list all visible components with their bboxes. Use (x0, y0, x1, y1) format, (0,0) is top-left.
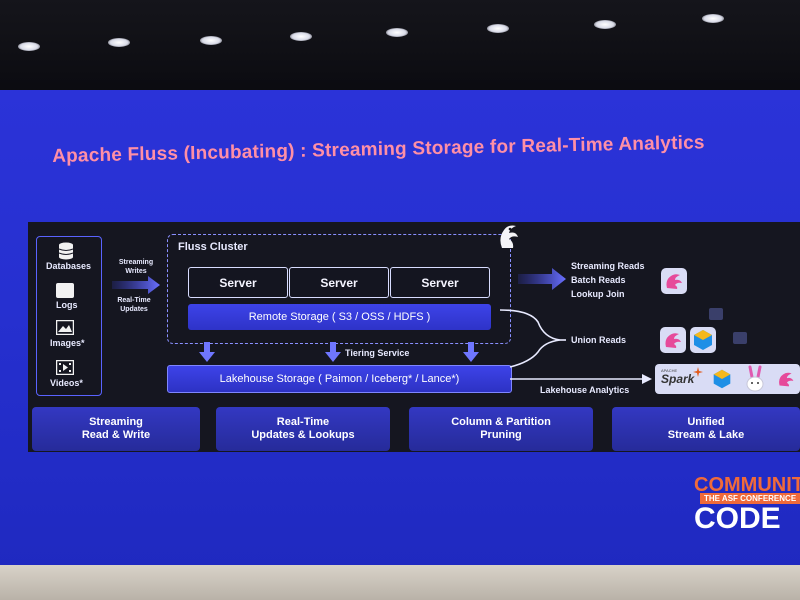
ceiling-light (487, 24, 509, 33)
ceiling-light (200, 36, 222, 45)
feature-line1: Real-Time (251, 416, 354, 429)
log-file-icon (56, 283, 74, 298)
ceiling-light (594, 20, 616, 29)
fluss-cluster-label: Fluss Cluster (178, 241, 248, 253)
streaming-writes-line2: Writes (125, 268, 146, 275)
ceiling-light (290, 32, 312, 41)
ceiling-light (18, 42, 40, 51)
placeholder-tile (709, 308, 723, 320)
fluss-logo-icon (660, 327, 686, 353)
spark-logo-icon: APACHE Spark (661, 368, 694, 386)
server-box: Server (188, 267, 288, 298)
realtime-updates-line2: Updates (120, 306, 148, 313)
realtime-updates-label: Real-Time Updates (116, 296, 152, 314)
streaming-writes-line1: Streaming (119, 259, 153, 266)
database-icon (58, 242, 74, 260)
streaming-writes-label: Streaming Writes (118, 258, 154, 276)
spark-star-icon (693, 367, 703, 377)
feature-line2: Read & Write (82, 429, 150, 442)
source-label-videos: Videos* (50, 378, 83, 388)
feature-line1: Unified (668, 416, 744, 429)
read-mode-batch: Batch Reads (571, 275, 626, 285)
ceiling (0, 0, 800, 95)
server-box: Server (289, 267, 389, 298)
video-icon (56, 360, 74, 375)
feature-line2: Updates & Lookups (251, 429, 354, 442)
lakehouse-analytics-label: Lakehouse Analytics (540, 385, 629, 395)
lakehouse-storage-box: Lakehouse Storage ( Paimon / Iceberg* / … (167, 365, 512, 393)
feature-line1: Streaming (82, 416, 150, 429)
source-label-logs: Logs (56, 300, 78, 310)
source-label-databases: Databases (46, 261, 91, 271)
paimon-logo-icon (690, 327, 716, 353)
floor (0, 565, 800, 600)
spark-label: Spark (661, 372, 694, 386)
fluss-logo-icon (774, 367, 798, 391)
rabbit-logo-icon (742, 365, 768, 393)
paimon-logo-icon (710, 367, 734, 391)
source-label-images: Images* (50, 338, 85, 348)
feature-line2: Stream & Lake (668, 429, 744, 442)
read-mode-lookup: Lookup Join (571, 289, 625, 299)
server-box: Server (390, 267, 490, 298)
union-reads-label: Union Reads (571, 335, 626, 345)
feature-line1: Column & Partition (451, 416, 551, 429)
realtime-updates-line1: Real-Time (117, 297, 150, 304)
ceiling-light (386, 28, 408, 37)
read-mode-streaming: Streaming Reads (571, 261, 645, 271)
tiering-arrows (195, 342, 485, 364)
fluss-logo-icon (661, 268, 687, 294)
ceiling-light (108, 38, 130, 47)
ingest-arrow (112, 275, 162, 295)
code-wordmark: CODE (694, 502, 781, 536)
remote-storage-box: Remote Storage ( S3 / OSS / HDFS ) (188, 304, 491, 330)
image-icon (56, 320, 74, 335)
placeholder-tile (733, 332, 747, 344)
ceiling-light (702, 14, 724, 23)
tiering-service-label: Tiering Service (345, 348, 409, 358)
fluss-mascot-icon (494, 220, 524, 252)
feature-line2: Pruning (451, 429, 551, 442)
